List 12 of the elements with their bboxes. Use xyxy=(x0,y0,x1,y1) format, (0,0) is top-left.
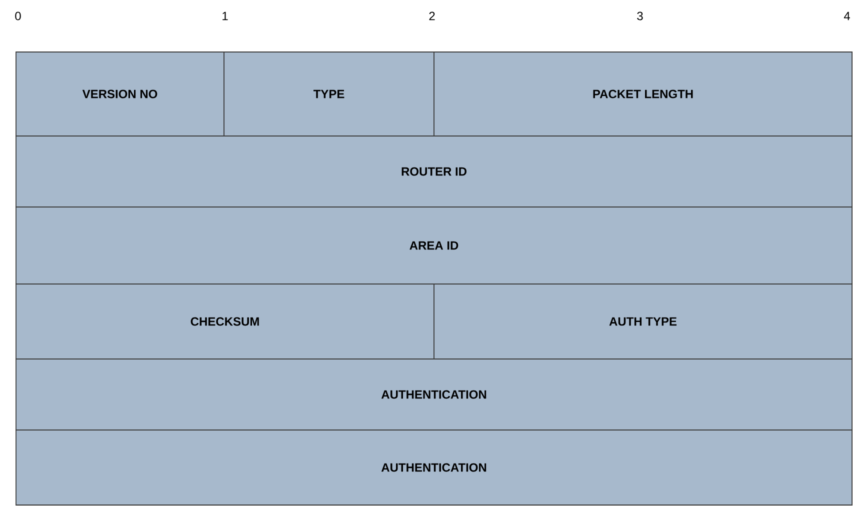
field-cell: AUTH TYPE xyxy=(434,284,852,360)
bit-number: 0 xyxy=(15,12,21,20)
field-cell: TYPE xyxy=(224,52,434,136)
field-cell: VERSION NO xyxy=(16,52,224,136)
field-cell: AUTHENTICATION xyxy=(16,358,852,430)
bit-number: 2 xyxy=(429,12,435,20)
bit-number: 4 xyxy=(844,12,850,20)
field-cell: AUTHENTICATION xyxy=(16,430,852,506)
field-cell: CHECKSUM xyxy=(16,284,434,360)
bit-number: 3 xyxy=(637,12,643,20)
bit-number: 1 xyxy=(222,12,228,20)
field-cell: PACKET LENGTH xyxy=(434,52,852,136)
